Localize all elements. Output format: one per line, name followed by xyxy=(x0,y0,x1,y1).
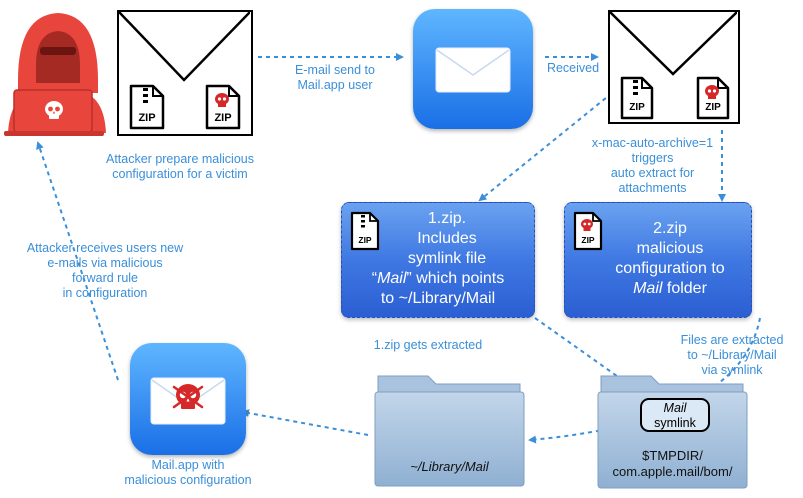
zip-label: ZIP xyxy=(629,102,645,113)
envelope-icon: ZIP ZIP xyxy=(608,10,740,124)
box2-line1: 2.zip xyxy=(653,220,687,237)
box2-line2: malicious xyxy=(636,240,704,257)
zip-file-icon: ZIP xyxy=(350,211,380,251)
box1-line5: to ~/Library/Mail xyxy=(380,290,496,307)
mail-app-icon xyxy=(130,343,246,455)
zip2-info-box: ZIP 2.zip malicious configuration to Mai… xyxy=(564,202,752,318)
zip-label: ZIP xyxy=(214,112,232,124)
folder-icon: Mail symlink $TMPDIR/ com.apple.mail/bom… xyxy=(595,370,750,490)
label-zip1-extracted: 1.zip gets extracted xyxy=(373,338,483,352)
folder-label-tmpdir: $TMPDIR/ com.apple.mail/bom/ xyxy=(612,448,733,479)
zip-label: ZIP xyxy=(705,102,721,113)
zip-file-icon: ZIP xyxy=(205,84,241,130)
zip1-info-box: ZIP 1.zip. Includes symlink file “Mail” … xyxy=(341,202,535,318)
skull-icon xyxy=(42,100,66,122)
arrow-box2-to-library xyxy=(528,317,761,444)
symlink-badge: Mail symlink xyxy=(640,398,710,432)
box1-line2: Includes xyxy=(417,230,477,247)
folder-icon: ~/Library/Mail xyxy=(372,370,527,488)
hacker-icon xyxy=(0,5,108,140)
arrow-library-to-mailapp xyxy=(241,409,369,436)
box1-line4: “Mail” which points xyxy=(371,270,505,287)
zip-label: ZIP xyxy=(358,235,372,245)
zip-label: ZIP xyxy=(581,235,595,245)
box2-line3: configuration to xyxy=(615,260,725,277)
zip-file-icon: ZIP xyxy=(129,84,165,130)
box1-line3: symlink file xyxy=(407,250,487,267)
zip-file-icon: ZIP xyxy=(696,76,730,120)
zip-file-icon: ZIP xyxy=(620,76,654,120)
folder-label-library-mail: ~/Library/Mail xyxy=(410,459,489,474)
zip-label: ZIP xyxy=(138,112,156,124)
zip-file-icon: ZIP xyxy=(573,211,603,251)
arrow-mailapp-to-attacker xyxy=(36,141,119,381)
skull-icon xyxy=(172,383,204,413)
box1-line1: 1.zip. xyxy=(427,210,467,227)
mail-app-icon xyxy=(413,9,533,129)
box2-line4: Mail folder xyxy=(633,280,707,297)
envelope-icon: ZIP ZIP xyxy=(117,10,253,136)
label-received: Received xyxy=(546,61,600,75)
